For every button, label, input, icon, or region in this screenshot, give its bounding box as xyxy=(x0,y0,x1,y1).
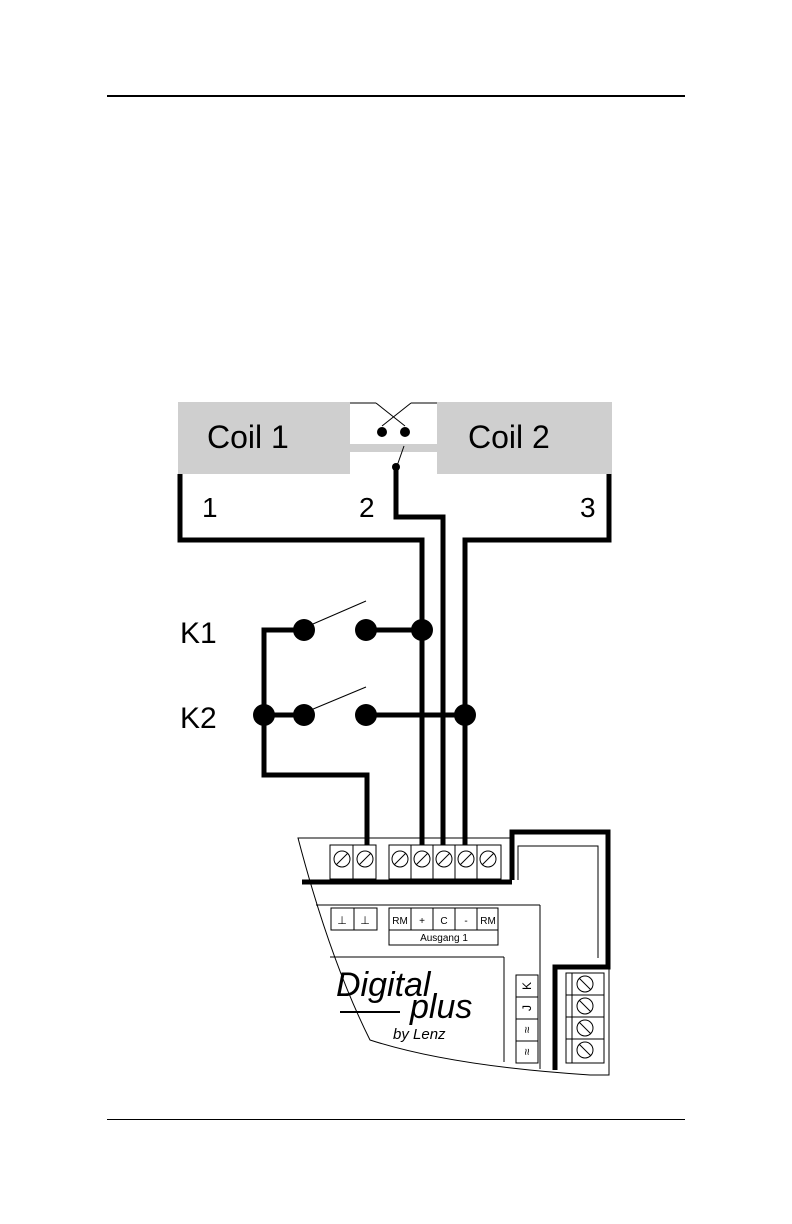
digital-plus-logo: Digital plus by Lenz xyxy=(336,966,472,1043)
side-label-j: J xyxy=(520,1005,534,1011)
strip-label-gnd-1: ⊥ xyxy=(337,915,347,927)
strip-label-c: C xyxy=(440,916,447,927)
side-label-ac-2: ≈ xyxy=(520,1048,534,1055)
strip-label-gnd-2: ⊥ xyxy=(360,915,370,927)
strip-label-rm-1: RM xyxy=(392,916,408,927)
wire-coil1-to-C xyxy=(180,474,422,845)
terminal-1-label: 1 xyxy=(202,492,218,523)
coil-2-label: Coil 2 xyxy=(468,419,550,455)
strip-label-plus: + xyxy=(419,916,425,927)
strip-label-minus: - xyxy=(464,916,467,927)
switch-k1 xyxy=(293,601,433,641)
armature-bar xyxy=(350,444,437,452)
strip-label-rm-2: RM xyxy=(480,916,496,927)
output-label: Ausgang 1 xyxy=(420,933,468,944)
side-label-k: K xyxy=(520,982,534,990)
svg-text:by Lenz: by Lenz xyxy=(393,1026,446,1043)
terminal-2-label: 2 xyxy=(359,492,375,523)
coil-1-label: Coil 1 xyxy=(207,419,289,455)
footer-rule xyxy=(107,1119,685,1120)
end-switch xyxy=(350,403,437,471)
upper-screws xyxy=(334,851,496,867)
k1-label: K1 xyxy=(180,617,217,650)
wire-common xyxy=(264,630,367,845)
decoder-unit: ⊥ ⊥ RM + C - RM Ausgang 1 K J ≈ ≈ Digita… xyxy=(298,830,609,1075)
side-label-ac-1: ≈ xyxy=(520,1026,534,1033)
wire-coil2-to-minus xyxy=(465,474,609,845)
svg-text:plus: plus xyxy=(409,988,472,1026)
terminal-3-label: 3 xyxy=(580,492,596,523)
k2-label: K2 xyxy=(180,702,217,735)
